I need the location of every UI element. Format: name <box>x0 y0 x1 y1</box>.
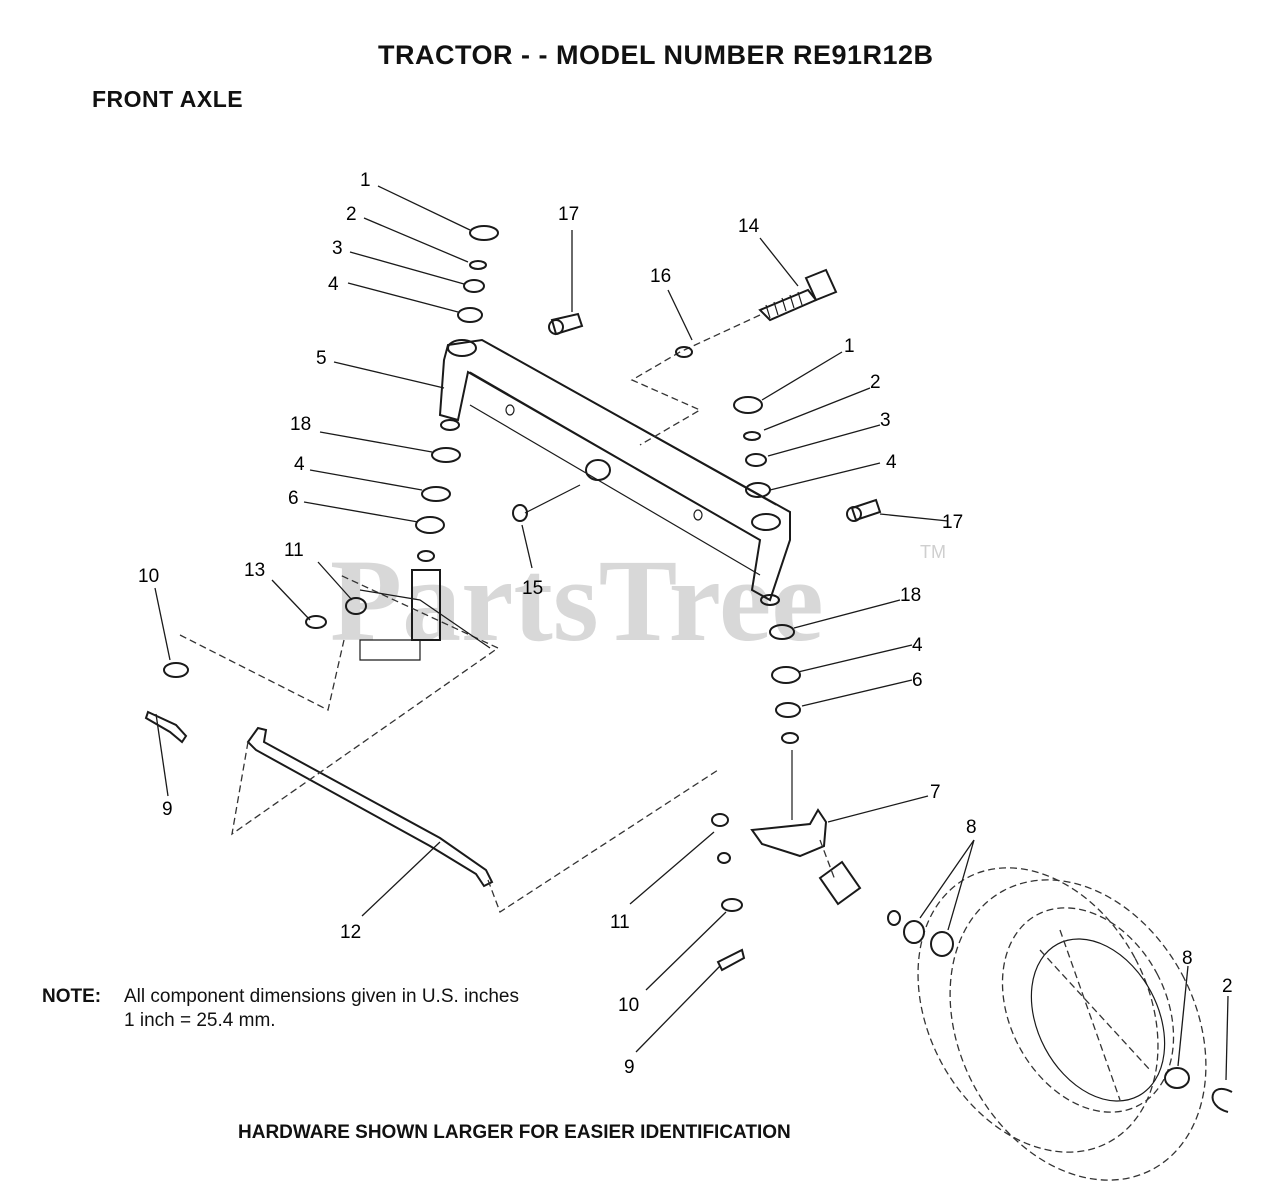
right-spindle <box>711 808 862 972</box>
callout-17: 17 <box>942 512 963 533</box>
callout-12: 12 <box>340 922 361 943</box>
bushing-guide <box>630 314 761 446</box>
callout-9: 9 <box>624 1057 635 1078</box>
callout-3: 3 <box>332 238 343 259</box>
callout-3: 3 <box>880 410 891 431</box>
callout-4: 4 <box>328 274 339 295</box>
callout-6: 6 <box>912 670 923 691</box>
callout-18: 18 <box>900 585 921 606</box>
callout-1: 1 <box>844 336 855 357</box>
note-line-2: 1 inch = 25.4 mm. <box>124 1010 276 1031</box>
front-wheel <box>887 867 1233 1181</box>
leader-lines <box>154 185 1229 1081</box>
callout-labels: 1 2 3 4 17 14 16 5 1 2 3 4 18 4 6 17 10 … <box>138 170 1233 1078</box>
callout-8: 8 <box>1182 948 1193 969</box>
callout-8: 8 <box>966 817 977 838</box>
pivot-bolt <box>758 268 838 322</box>
callout-17: 17 <box>558 204 579 225</box>
callout-2: 2 <box>346 204 357 225</box>
callout-4: 4 <box>294 454 305 475</box>
page-title: TRACTOR - - MODEL NUMBER RE91R12B <box>378 40 934 70</box>
callout-15: 15 <box>522 578 543 599</box>
callout-9: 9 <box>162 799 173 820</box>
callout-2: 2 <box>870 372 881 393</box>
watermark-text: PartsTree <box>330 535 824 666</box>
callout-5: 5 <box>316 348 327 369</box>
callout-4: 4 <box>886 452 897 473</box>
callout-2: 2 <box>1222 976 1233 997</box>
note-label: NOTE: <box>42 986 102 1007</box>
footer-caption: HARDWARE SHOWN LARGER FOR EASIER IDENTIF… <box>238 1122 791 1143</box>
tie-rod <box>231 574 719 913</box>
callout-6: 6 <box>288 488 299 509</box>
callout-18: 18 <box>290 414 311 435</box>
watermark: PartsTree TM <box>330 535 946 666</box>
axle-beam <box>438 338 791 606</box>
right-hardware-stack <box>733 396 801 820</box>
left-spindle-parts <box>144 589 491 744</box>
grease-fitting-right <box>846 498 882 522</box>
callout-10: 10 <box>138 566 159 587</box>
callout-11: 11 <box>610 912 630 933</box>
left-hardware-stack <box>359 225 499 661</box>
fitting-15 <box>512 484 581 522</box>
callout-11: 11 <box>284 540 304 561</box>
callout-1: 1 <box>360 170 371 191</box>
section-heading: FRONT AXLE <box>92 86 244 112</box>
callout-10: 10 <box>618 995 639 1016</box>
note-line-1: All component dimensions given in U.S. i… <box>124 986 519 1007</box>
grease-fitting-left <box>548 312 584 336</box>
callout-13: 13 <box>244 560 265 581</box>
watermark-trademark: TM <box>920 542 946 562</box>
callout-14: 14 <box>738 216 760 237</box>
callout-4: 4 <box>912 635 923 656</box>
callout-7: 7 <box>930 782 941 803</box>
callout-16: 16 <box>650 266 671 287</box>
